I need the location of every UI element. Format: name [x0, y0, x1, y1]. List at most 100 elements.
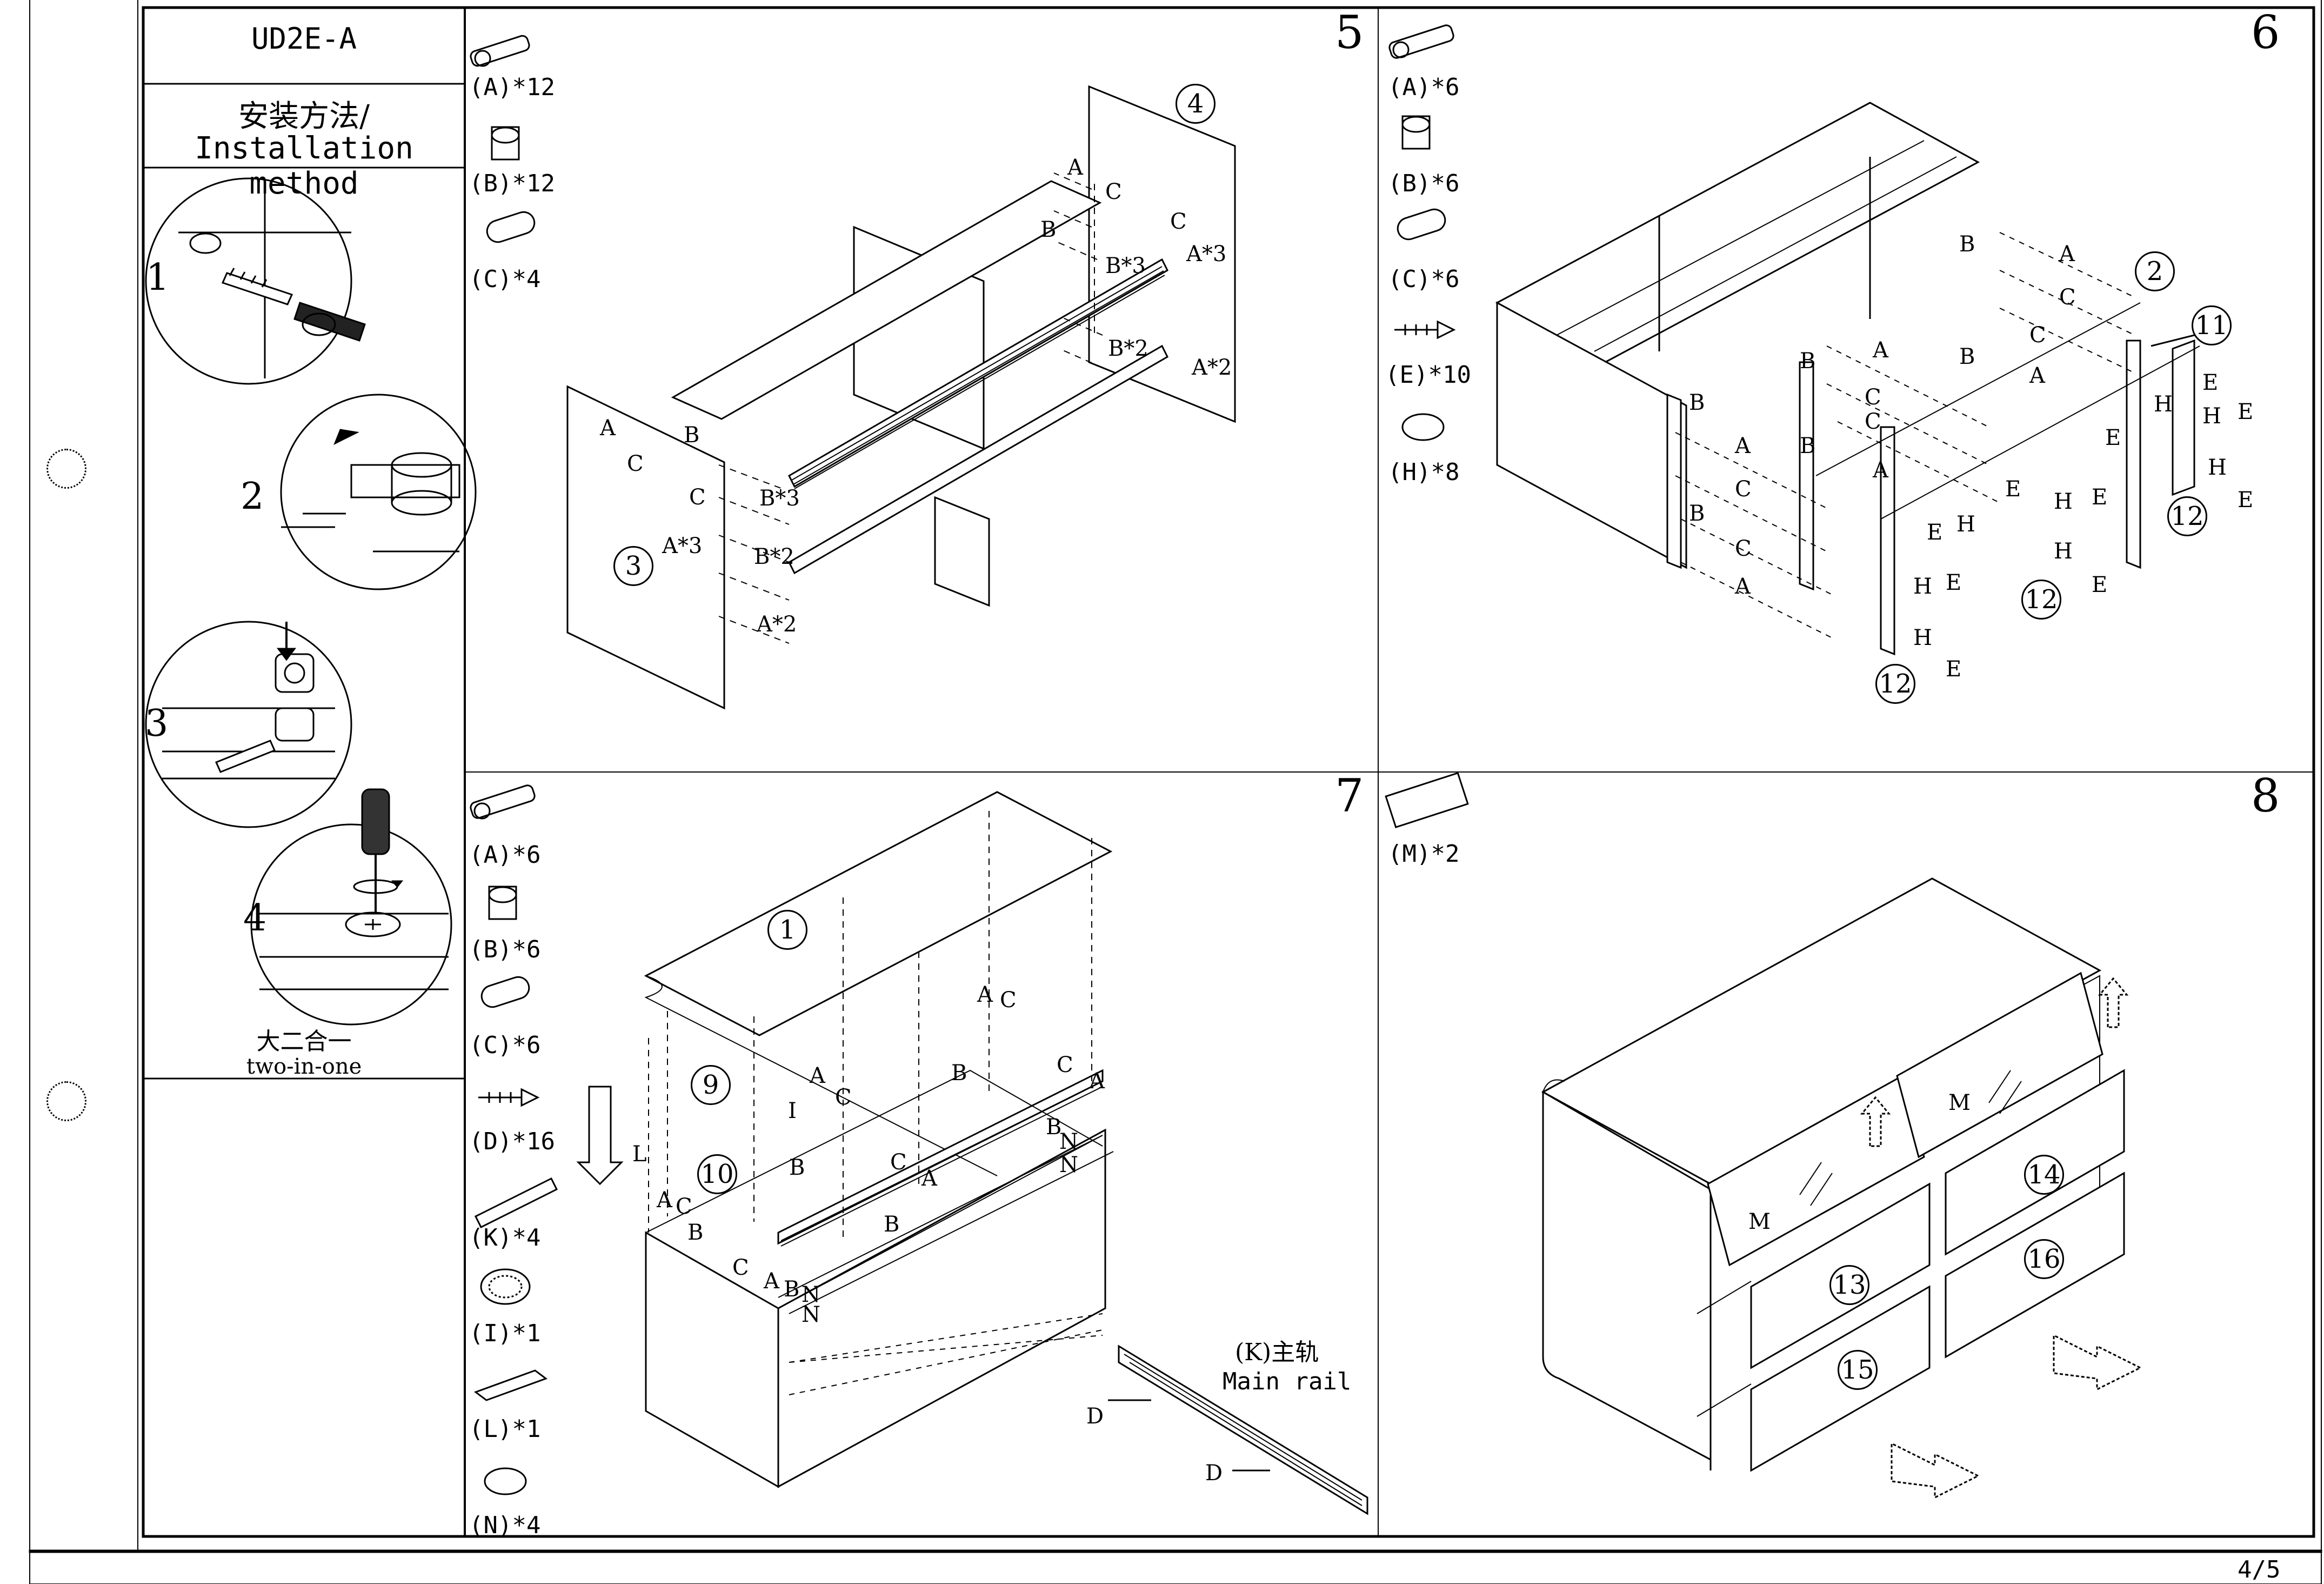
s5-label: B*2	[754, 544, 794, 569]
s6-label: E	[2238, 488, 2254, 513]
s7-panel-1: 1	[767, 910, 807, 950]
s7-label: N	[802, 1302, 820, 1327]
s7-label: C	[835, 1085, 852, 1110]
s5-label: A*3	[1186, 242, 1227, 267]
s6-label: A	[2059, 242, 2075, 267]
s5-label: B*2	[1108, 336, 1148, 361]
s6-label: H	[1913, 625, 1932, 650]
s8-mirror-label: M	[1948, 1090, 1971, 1115]
s8-drawer-16: 16	[2024, 1239, 2064, 1279]
s7-label: I	[788, 1099, 797, 1123]
s6-label: B	[1959, 344, 1975, 369]
s6-part-a: (A)*6	[1388, 74, 1460, 101]
s7-label: C	[1057, 1053, 1073, 1077]
s5-label: A*2	[757, 612, 797, 637]
s5-label: C	[627, 451, 644, 476]
method-title-cn: 安装方法/	[238, 99, 370, 134]
s7-part-l: (L)*1	[469, 1415, 541, 1443]
s7-label: N	[802, 1282, 820, 1307]
s8-drawer-15: 15	[1838, 1350, 1878, 1390]
s5-label: C	[689, 485, 706, 510]
s6-label: C	[1865, 385, 1881, 410]
s5-label: B	[1040, 217, 1057, 242]
model-code: UD2E-A	[251, 22, 357, 56]
s6-label: A	[1735, 434, 1751, 458]
s6-label: E	[1946, 657, 1962, 682]
s6-label: H	[2154, 392, 2173, 417]
s5-label: A*2	[1192, 355, 1232, 380]
s6-label: E	[1927, 520, 1943, 545]
punch-hole-top	[46, 449, 86, 489]
s6-label: B	[1689, 501, 1705, 526]
s5-label: A	[1067, 155, 1083, 180]
step-7-number: 7	[1335, 769, 1364, 822]
s6-label: E	[1946, 570, 1962, 595]
s7-part-n: (N)*4	[469, 1512, 541, 1539]
step-5-number: 5	[1335, 6, 1364, 59]
s7-label: B	[1046, 1115, 1062, 1140]
s6-panel-11: 11	[2192, 305, 2232, 345]
method-title-en: Installation method	[195, 131, 413, 201]
s7-label: B	[789, 1155, 805, 1180]
s6-label: B	[1689, 390, 1705, 415]
s7-label: B	[951, 1061, 967, 1086]
s5-label: B*3	[759, 486, 800, 511]
s5-label: B	[684, 423, 700, 448]
s6-label: B	[1800, 349, 1816, 374]
step-8-number: 8	[2251, 769, 2280, 822]
s7-label: C	[732, 1255, 749, 1280]
s7-label: D	[1086, 1404, 1104, 1429]
method-step-1: 1	[146, 256, 170, 299]
s6-label: E	[2202, 370, 2219, 395]
s5-label: C	[1105, 179, 1122, 204]
s6-panel-2: 2	[2135, 251, 2175, 291]
method-step-2: 2	[241, 475, 264, 518]
s7-label: N	[1059, 1153, 1078, 1177]
s5-label: B*3	[1105, 254, 1146, 278]
s6-label: H	[1956, 512, 1975, 537]
s6-part-e: (E)*10	[1385, 361, 1471, 389]
s6-label: E	[2005, 477, 2021, 502]
s5-part-b: (B)*12	[469, 170, 555, 197]
s6-part-b: (B)*6	[1388, 170, 1460, 197]
s5-part-a: (A)*12	[469, 74, 555, 101]
main-rail-en: Main rail	[1223, 1368, 1352, 1395]
s8-drawer-13: 13	[1829, 1265, 1869, 1305]
s6-panel-12: 12	[2021, 580, 2061, 620]
punch-hole-bottom	[46, 1081, 86, 1121]
two-in-one-en: two-in-one	[246, 1054, 362, 1079]
s6-label: A	[1873, 338, 1888, 363]
s6-label: E	[2092, 573, 2108, 597]
s6-label: E	[2105, 425, 2121, 450]
s7-label: A	[977, 982, 993, 1007]
s6-label: H	[2054, 489, 2073, 514]
s7-label: C	[676, 1194, 692, 1219]
s7-part-c: (C)*6	[469, 1031, 541, 1059]
s7-label: L	[632, 1142, 647, 1167]
s7-label: A	[764, 1269, 779, 1294]
s7-label: C	[890, 1150, 907, 1175]
s7-part-a: (A)*6	[469, 841, 541, 869]
s7-part-k: (K)*4	[469, 1224, 541, 1252]
s7-label: B	[784, 1277, 800, 1302]
s7-label: C	[1000, 988, 1017, 1013]
s6-label: C	[2059, 285, 2076, 310]
s7-label: A	[657, 1188, 672, 1213]
s6-label: E	[2238, 400, 2254, 424]
method-step-3: 3	[145, 702, 169, 745]
s7-panel-10: 10	[697, 1154, 737, 1194]
s6-label: A	[2029, 363, 2045, 388]
s6-panel-12: 12	[2167, 496, 2207, 536]
two-in-one-cn: 大二合一	[256, 1028, 352, 1055]
s7-panel-9: 9	[691, 1065, 731, 1105]
s5-part-c: (C)*4	[469, 265, 541, 293]
s7-label: A	[1089, 1069, 1105, 1094]
s6-label: C	[2029, 323, 2046, 348]
s8-drawer-14: 14	[2024, 1155, 2064, 1195]
s8-part-m: (M)*2	[1388, 840, 1460, 868]
s7-label: N	[1059, 1129, 1078, 1154]
s7-label: B	[884, 1212, 900, 1237]
s6-part-h: (H)*8	[1388, 458, 1460, 486]
s6-label: C	[1735, 477, 1752, 502]
